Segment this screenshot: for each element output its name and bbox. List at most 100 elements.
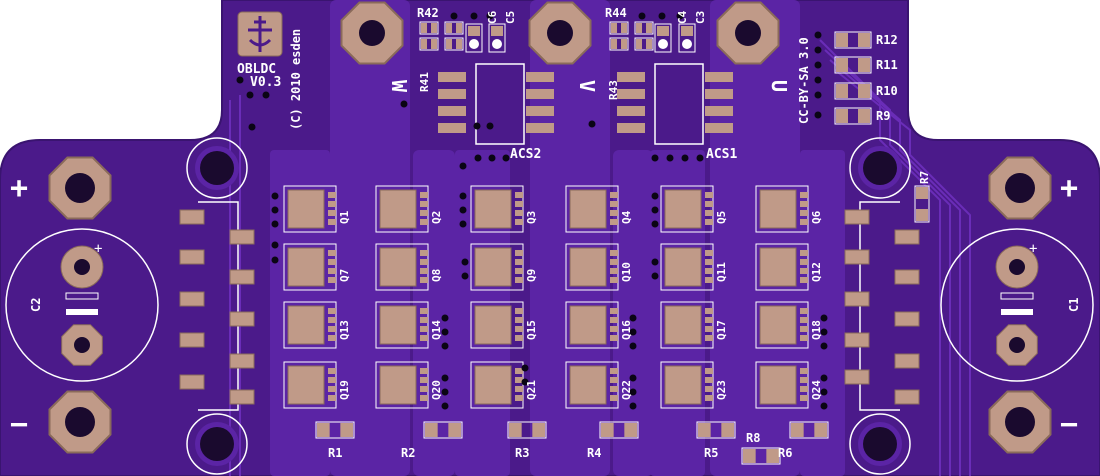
r12-label: R12	[876, 33, 898, 47]
via	[814, 111, 822, 119]
mosfet-pin-pad	[705, 377, 713, 383]
mosfet-pin-pad	[328, 308, 336, 314]
resistor-outline	[444, 37, 464, 51]
board-title: OBLDC	[237, 62, 276, 77]
r44-label: R44	[605, 6, 627, 20]
mosfet-pin-pad	[328, 210, 336, 216]
mosfet-drain-pad	[379, 365, 417, 405]
power-terminal-hole	[1005, 173, 1035, 203]
side-pad	[229, 353, 255, 369]
side-pads	[179, 201, 920, 411]
mosfet-drain-pad	[379, 247, 417, 287]
resistor-pad	[636, 23, 642, 33]
via	[450, 12, 458, 20]
mosfet-drain-pad	[569, 189, 607, 229]
resistor-pad	[858, 84, 870, 98]
r42-label: R42	[417, 6, 439, 20]
mosfet-pin-pad	[515, 201, 523, 207]
mosfet-pin-pad	[610, 268, 618, 274]
mosfet-pin-pad	[420, 368, 428, 374]
mosfet-outline	[755, 361, 809, 409]
side-pad	[179, 374, 205, 390]
capacitor-pad	[492, 39, 502, 49]
via	[271, 206, 279, 214]
capacitor-pad	[469, 39, 479, 49]
via	[676, 12, 684, 20]
mosfet-outline	[470, 361, 524, 409]
side-pad	[229, 389, 255, 405]
mosfet-pin-pad	[800, 192, 808, 198]
electrolytic-caps: ++	[5, 228, 1094, 382]
via	[820, 388, 828, 396]
side-pad	[844, 369, 870, 385]
via	[441, 342, 449, 350]
mosfet-pin-pad	[610, 192, 618, 198]
mosfet-pin-pad	[705, 368, 713, 374]
mosfet-pin-pad	[515, 368, 523, 374]
via	[441, 402, 449, 410]
resistor-pad	[431, 39, 437, 49]
mosfet-pin-pad	[800, 268, 808, 274]
resistor-pad	[446, 23, 452, 33]
side-pad	[229, 269, 255, 285]
acs-ic-pin	[526, 89, 554, 99]
resistor-pad	[509, 423, 522, 437]
resistor-pad	[431, 23, 437, 33]
via	[629, 328, 637, 336]
mosfet-pin-pad	[515, 386, 523, 392]
mosfet-pin-pad	[420, 259, 428, 265]
resistor-pad	[611, 23, 617, 33]
mosfet-pin-pad	[705, 210, 713, 216]
via	[470, 12, 478, 20]
mosfet-label: Q17	[715, 320, 728, 340]
r3-label: R3	[515, 446, 529, 460]
via	[696, 154, 704, 162]
acs-ic-pin	[438, 72, 466, 82]
mosfet-pin-pad	[610, 219, 618, 225]
mosfet-pin-pad	[610, 368, 618, 374]
mosfet-pin-pad	[420, 201, 428, 207]
via	[459, 206, 467, 214]
via	[488, 154, 496, 162]
resistor-pad	[766, 449, 779, 463]
mosfet-label: Q23	[715, 380, 728, 400]
side-pad	[894, 353, 920, 369]
via	[629, 342, 637, 350]
mount-hole	[863, 427, 897, 461]
mosfet-pin-pad	[705, 219, 713, 225]
mosfet-label: Q18	[810, 320, 823, 340]
mosfet-pin-pad	[705, 386, 713, 392]
mosfet-label: Q16	[620, 320, 633, 340]
mount-hole-ring	[849, 137, 911, 199]
mosfet-label: Q3	[525, 211, 538, 224]
via	[441, 314, 449, 322]
r10-label: R10	[876, 84, 898, 98]
mosfet-label: Q13	[338, 320, 351, 340]
via	[658, 12, 666, 20]
mount-hole	[863, 151, 897, 185]
mosfet-label: Q14	[430, 320, 443, 340]
acs-ic-pin	[705, 123, 733, 133]
mount-hole	[200, 427, 234, 461]
resistor-outline	[419, 21, 439, 35]
r43-label: R43	[607, 80, 620, 100]
mosfet-pin-pad	[800, 326, 808, 332]
r41-label: R41	[418, 72, 431, 92]
resistor-outline	[789, 421, 829, 439]
mosfet-drain-pad	[759, 247, 797, 287]
resistor-pad	[611, 39, 617, 49]
resistor-pad	[836, 109, 848, 123]
mosfet-outline	[755, 243, 809, 291]
via	[459, 162, 467, 170]
mosfet-drain-pad	[569, 365, 607, 405]
mosfet-drain-pad	[287, 365, 325, 405]
resistor-outline	[914, 185, 930, 223]
resistor-pad	[456, 23, 462, 33]
mosfet-pin-pad	[515, 377, 523, 383]
capacitor-pad	[681, 26, 693, 36]
resistor-pad	[317, 423, 330, 437]
mosfet-pin-pad	[800, 386, 808, 392]
mosfet-pin-pad	[610, 250, 618, 256]
mosfet-drain-pad	[569, 305, 607, 345]
r11-label: R11	[876, 58, 898, 72]
